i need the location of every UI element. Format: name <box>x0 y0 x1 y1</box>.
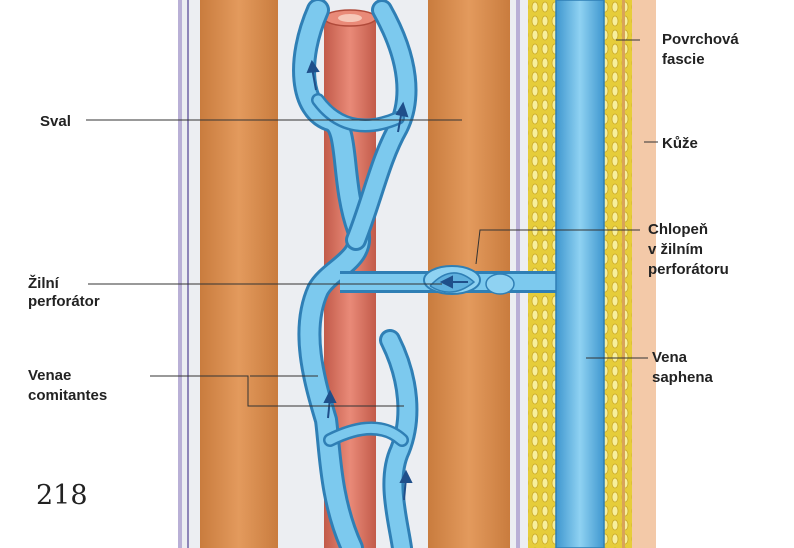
label-povrchova-fascie-line2: fascie <box>662 51 705 68</box>
page-number: 218 <box>36 480 88 511</box>
artery-lumen <box>338 14 362 22</box>
deep-fascia-line <box>178 0 182 548</box>
label-zilni-perforator-line2: perforátor <box>28 293 100 310</box>
label-venae-comitantes-line1: Venae <box>28 367 71 384</box>
vena-saphena <box>556 0 604 548</box>
perforator-valve-2 <box>486 274 514 294</box>
label-kuze: Kůže <box>662 135 698 152</box>
fat-layer-right <box>604 0 632 548</box>
label-chlopen-line3: perforátoru <box>648 261 729 278</box>
label-sval: Sval <box>40 113 71 130</box>
muscle-band-1 <box>200 0 278 548</box>
label-povrchova-fascie-line1: Povrchová <box>662 31 739 48</box>
label-chlopen-line1: Chlopeň <box>648 221 708 238</box>
label-chlopen-line2: v žilním <box>648 241 703 258</box>
deep-fascia-line-inner <box>187 0 189 548</box>
label-venae-comitantes-line2: comitantes <box>28 387 107 404</box>
superficial-fascia-line <box>622 0 625 548</box>
label-zilni-perforator-line1: Žilní <box>28 274 60 292</box>
label-vena-saphena-line2: saphena <box>652 369 714 386</box>
label-vena-saphena-line1: Vena <box>652 349 688 366</box>
